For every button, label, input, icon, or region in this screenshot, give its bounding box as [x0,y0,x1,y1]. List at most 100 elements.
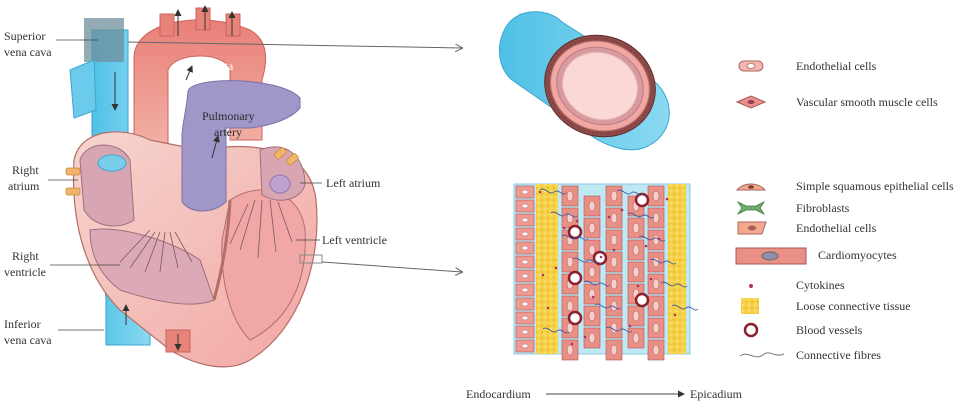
cell-nucleus [521,329,529,335]
cell-nucleus [521,343,529,349]
connective-fibre [627,212,655,219]
connective-fibre [572,257,600,264]
connective-fibre [550,211,578,218]
vessel-legend-smooth-muscle: Vascular smooth muscle cells [796,95,938,109]
cytokine [583,335,587,339]
connective-fibre [542,327,570,334]
label-inferior-vena-cava-1: Inferior [4,317,41,331]
wall-legend-squamous: Simple squamous epithelial cells [796,179,954,193]
endothelial-cell-icon [737,221,767,235]
label-left-ventricle: Left ventricle [322,233,387,247]
cytokine [541,273,545,277]
connective-fibre [594,303,622,310]
cytokine [562,226,566,230]
wall-legend-fibroblasts: Fibroblasts [796,201,850,215]
cell-nucleus [566,256,574,268]
cell-nucleus [652,212,660,224]
cytokine [538,190,542,194]
loose-tissue-icon [741,298,759,314]
cytokine [591,295,595,299]
connective-fibre [638,235,666,242]
pointer-arrow-vessel [127,41,462,48]
cytokine-icon [749,284,753,288]
label-right-ventricle-1: Right [12,249,39,263]
connective-fibre [649,258,677,265]
pointer-arrow-wall [321,261,462,272]
heart-wall-tissue [513,183,699,361]
blood-vessel [567,270,583,286]
vessel-legend: Endothelial cells Vascular smooth muscle… [735,59,938,109]
left-atrium-opening [269,174,291,194]
cell-nucleus [521,315,529,321]
cell-nucleus [652,278,660,290]
connective-fibre [616,189,644,196]
pulmonary-artery-shape [181,80,301,212]
blood-vessel [567,224,583,240]
blood-vessel [567,310,583,326]
cell-nucleus [521,231,529,237]
squamous-cell-icon [735,183,767,191]
cell-nucleus [521,203,529,209]
fibroblast-icon [736,200,766,216]
cell-nucleus [632,222,640,234]
label-right-ventricle-2: ventricle [4,265,46,279]
wall-legend-cytokines: Cytokines [796,278,845,292]
label-right-atrium-1: Right [12,163,39,177]
heart-illustration [65,5,318,368]
cell-nucleus [652,322,660,334]
cytokine [554,266,558,270]
cytokine [612,248,616,252]
cardiomyocyte-icon [735,247,807,265]
cell-nucleus [521,301,529,307]
cell-nucleus [588,266,596,278]
cell-nucleus [588,244,596,256]
label-left-atrium: Left atrium [326,176,381,190]
connective-fibre [660,281,688,288]
axis-end-label: Epicadium [690,387,743,401]
right-atrium-opening [97,154,127,172]
wall-sample-box [299,254,323,264]
cell-nucleus [588,200,596,212]
cell-nucleus [588,332,596,344]
aortic-branch-1 [159,13,175,37]
cytokine [665,197,669,201]
blood-vessel-icon [743,322,759,338]
cell-nucleus [521,273,529,279]
wall-legend-loose-tissue: Loose connective tissue [796,299,911,313]
cell-nucleus [521,287,529,293]
label-right-atrium-2: atrium [8,179,40,193]
label-superior-vena-cava-2: vena cava [4,45,52,59]
flow-arrows [111,5,236,351]
connective-fibre [671,304,699,311]
cell-nucleus [632,332,640,344]
cell-nucleus [610,278,618,290]
heart-wall-legend: Simple squamous epithelial cells Fibrobl… [735,179,954,362]
cytokine [628,324,632,328]
vessel-cross-section [498,11,670,151]
cell-nucleus [566,344,574,356]
label-aorta: Aorta [206,59,234,73]
cell-nucleus [588,310,596,322]
connective-fibre [561,234,589,241]
endothelial-cell-icon [738,60,764,72]
cytokine [644,244,648,248]
wall-legend-endothelial: Endothelial cells [796,221,877,235]
cell-nucleus [566,300,574,312]
cell-nucleus [521,217,529,223]
right-ventricle-shape [89,228,215,305]
cell-nucleus [610,256,618,268]
connective-fibre [539,188,567,195]
label-inferior-vena-cava-2: vena cava [4,333,52,347]
cell-nucleus [610,212,618,224]
cytokine [620,208,624,212]
blood-vessel [634,192,650,208]
cytokine [570,342,574,346]
aortic-branch-2 [195,7,211,31]
cytokine [649,277,653,281]
cell-nucleus [566,190,574,202]
coronary-stubs [65,147,299,196]
blood-vessel [634,292,650,308]
wall-legend-cardiomyocytes: Cardiomyocytes [818,248,897,262]
fibre-icon [739,352,785,358]
